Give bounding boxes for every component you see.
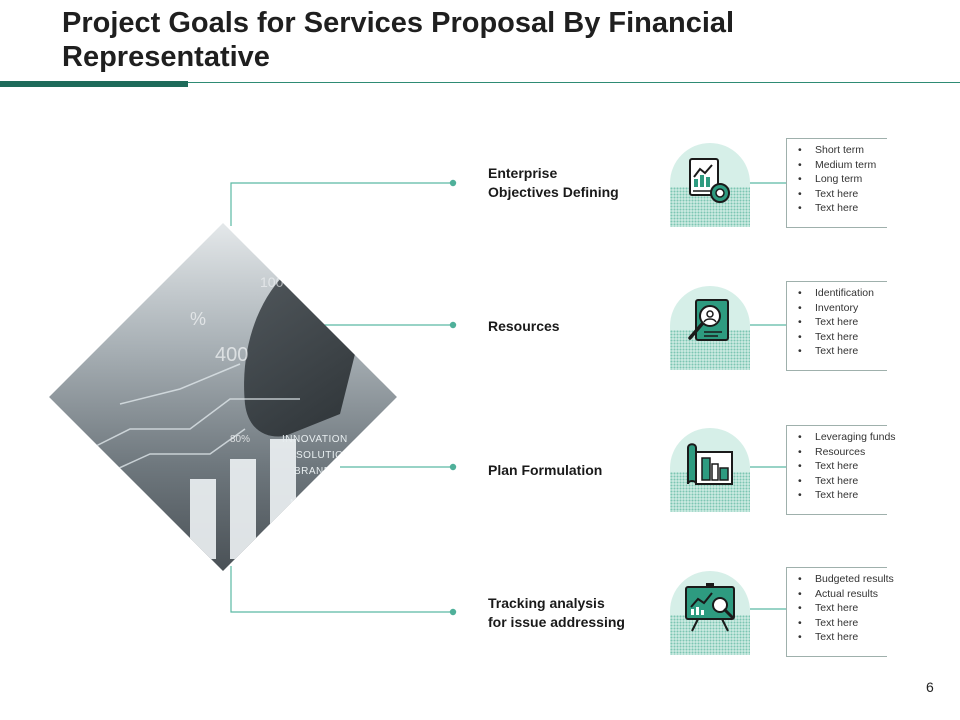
search-document-icon xyxy=(688,299,729,341)
list-item: Text here xyxy=(798,630,887,645)
list-item: Budgeted results xyxy=(798,572,894,587)
goal-list-tracking: Budgeted results Actual results Text her… xyxy=(786,567,894,657)
list-item: Long term xyxy=(798,172,887,187)
goal-label-objectives: Enterprise Objectives Defining xyxy=(488,165,619,200)
goal-icon-block-1 xyxy=(670,143,750,227)
image-text-80: 80% xyxy=(230,434,251,445)
list-item: Medium term xyxy=(798,158,887,173)
list-item: Text here xyxy=(798,187,887,202)
goal-list-plan: Leveraging funds Resources Text here Tex… xyxy=(786,425,896,515)
list-item: Identification xyxy=(798,286,887,301)
image-text-solution: SOLUTION xyxy=(296,450,352,461)
goal-list-objectives: Short term Medium term Long term Text he… xyxy=(786,138,887,228)
list-item: Text here xyxy=(798,601,887,616)
goal-label-tracking: Tracking analysis for issue addressing xyxy=(488,595,625,630)
image-text-marketing: MAR xyxy=(290,498,314,509)
goal-icon-block-4 xyxy=(670,571,750,655)
presentation-analysis-icon xyxy=(685,583,735,632)
list-item: Text here xyxy=(798,459,887,474)
list-item: Text here xyxy=(798,330,887,345)
image-text-100: 100 xyxy=(260,274,284,290)
page-title: Project Goals for Services Proposal By F… xyxy=(62,7,735,73)
list-item: Text here xyxy=(798,315,887,330)
blueprint-building-icon xyxy=(687,443,733,485)
chart-report-icon xyxy=(689,158,730,203)
image-text-branding: BRANDING xyxy=(294,466,351,477)
list-item: Text here xyxy=(798,488,887,503)
title-accent-bar xyxy=(0,81,188,87)
business-analytics-image: INNOVATION SOLUTION BRANDING MAR 400 100… xyxy=(49,223,397,571)
list-item: Resources xyxy=(798,445,887,460)
title-divider xyxy=(188,82,960,83)
list-item: Text here xyxy=(798,344,887,359)
image-text-percent: % xyxy=(190,309,207,329)
goal-list-resources: Identification Inventory Text here Text … xyxy=(786,281,887,371)
goal-icon-block-2 xyxy=(670,286,750,370)
list-item: Short term xyxy=(798,143,887,158)
list-item: Actual results xyxy=(798,587,887,602)
list-item: Text here xyxy=(798,474,887,489)
list-item: Text here xyxy=(798,201,887,216)
list-item: Text here xyxy=(798,616,887,631)
goal-label-plan: Plan Formulation xyxy=(488,462,603,478)
list-item: Inventory xyxy=(798,301,887,316)
goal-icon-block-3 xyxy=(670,428,750,512)
list-item: Leveraging funds xyxy=(798,430,896,445)
image-text-innovation: INNOVATION xyxy=(282,434,348,445)
page-number: 6 xyxy=(926,679,934,695)
goal-label-resources: Resources xyxy=(488,318,560,334)
image-text-400: 400 xyxy=(215,344,249,366)
